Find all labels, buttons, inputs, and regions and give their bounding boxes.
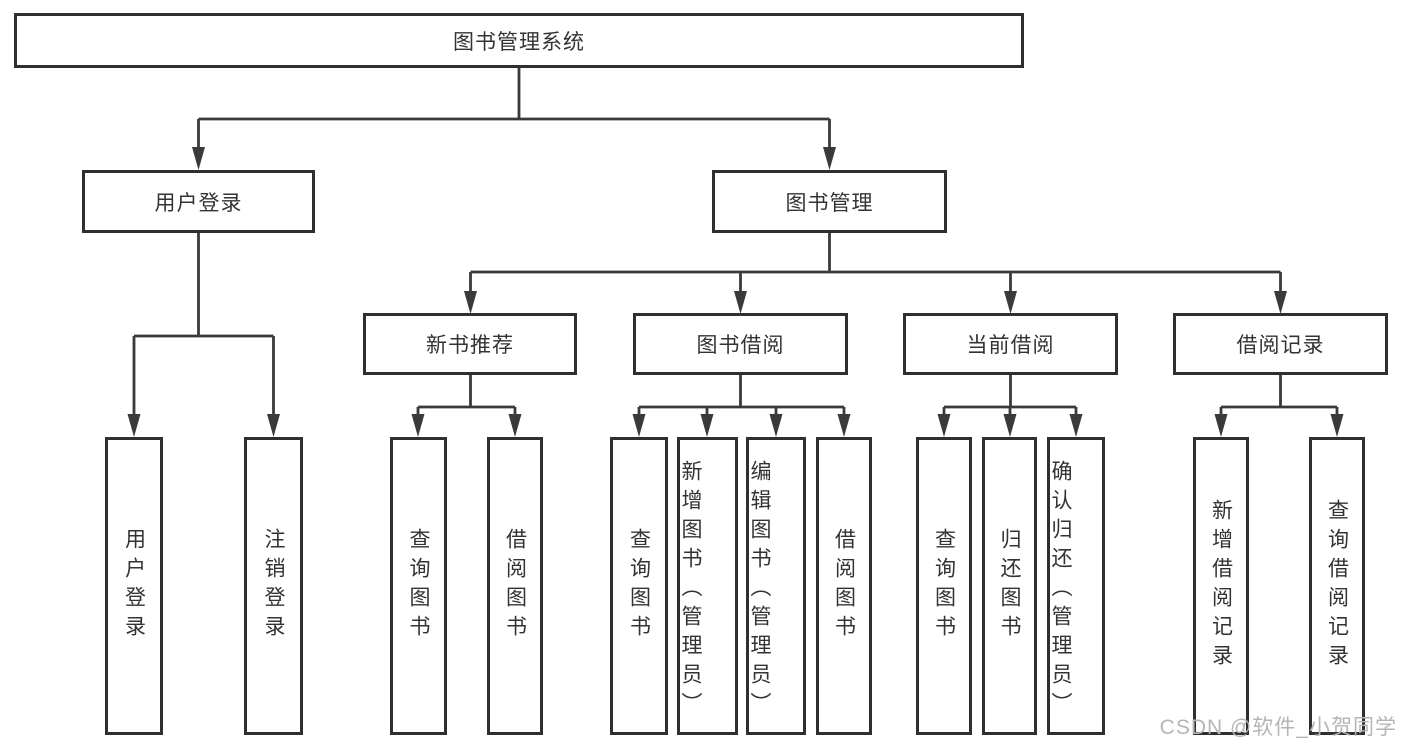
arrowheads: [127, 147, 1344, 437]
node-label: 新增图书（管理员）: [679, 460, 702, 721]
leaf-borrow-books-recommend: 借阅图书: [487, 437, 543, 735]
leaf-query-borrow-record: 查询借阅记录: [1309, 437, 1365, 735]
node-label: 借阅图书: [832, 528, 856, 644]
node-label: 借阅图书: [503, 528, 527, 644]
leaf-add-books-admin: 新增图书（管理员）: [677, 437, 738, 735]
csdn-watermark: CSDN @软件_小贺同学: [1159, 716, 1397, 739]
node-label: 查询图书: [932, 528, 956, 644]
leaf-query-books-recommend: 查询图书: [390, 437, 447, 735]
node-label: 图书借阅: [696, 334, 785, 357]
leaf-return-books: 归还图书: [982, 437, 1037, 735]
leaf-query-books-current: 查询图书: [916, 437, 972, 735]
leaf-user-login: 用户登录: [105, 437, 163, 735]
node-label: 编辑图书（管理员）: [748, 460, 771, 721]
node-label: 借阅记录: [1236, 334, 1325, 357]
node-label: 查询图书: [627, 528, 651, 644]
node-label: 新增借阅记录: [1209, 499, 1233, 673]
node-label: 注销登录: [262, 528, 285, 644]
node-book-management: 图书管理: [712, 170, 947, 233]
node-user-login: 用户登录: [82, 170, 315, 233]
leaf-borrow-books-borrowing: 借阅图书: [816, 437, 872, 735]
node-label: 当前借阅: [966, 334, 1055, 357]
node-label: 确认归还（管理员）: [1049, 460, 1072, 721]
node-library-management-system: 图书管理系统: [14, 13, 1024, 68]
node-label: 用户登录: [154, 191, 243, 215]
leaf-query-books-borrowing: 查询图书: [610, 437, 668, 735]
node-label: 归还图书: [998, 528, 1021, 644]
node-label: 查询借阅记录: [1325, 499, 1349, 673]
node-borrowing-records: 借阅记录: [1173, 313, 1388, 375]
leaf-edit-books-admin: 编辑图书（管理员）: [746, 437, 806, 735]
node-label: 查询图书: [407, 528, 430, 644]
node-new-book-recommend: 新书推荐: [363, 313, 577, 375]
node-current-borrowing: 当前借阅: [903, 313, 1118, 375]
leaf-confirm-return-admin: 确认归还（管理员）: [1047, 437, 1105, 735]
leaf-add-borrow-record: 新增借阅记录: [1193, 437, 1249, 735]
node-label: 图书管理: [785, 191, 874, 215]
node-label: 用户登录: [122, 528, 146, 644]
node-book-borrowing: 图书借阅: [633, 313, 848, 375]
leaf-logout: 注销登录: [244, 437, 303, 735]
node-label: 图书管理系统: [453, 30, 585, 54]
node-label: 新书推荐: [426, 334, 514, 357]
